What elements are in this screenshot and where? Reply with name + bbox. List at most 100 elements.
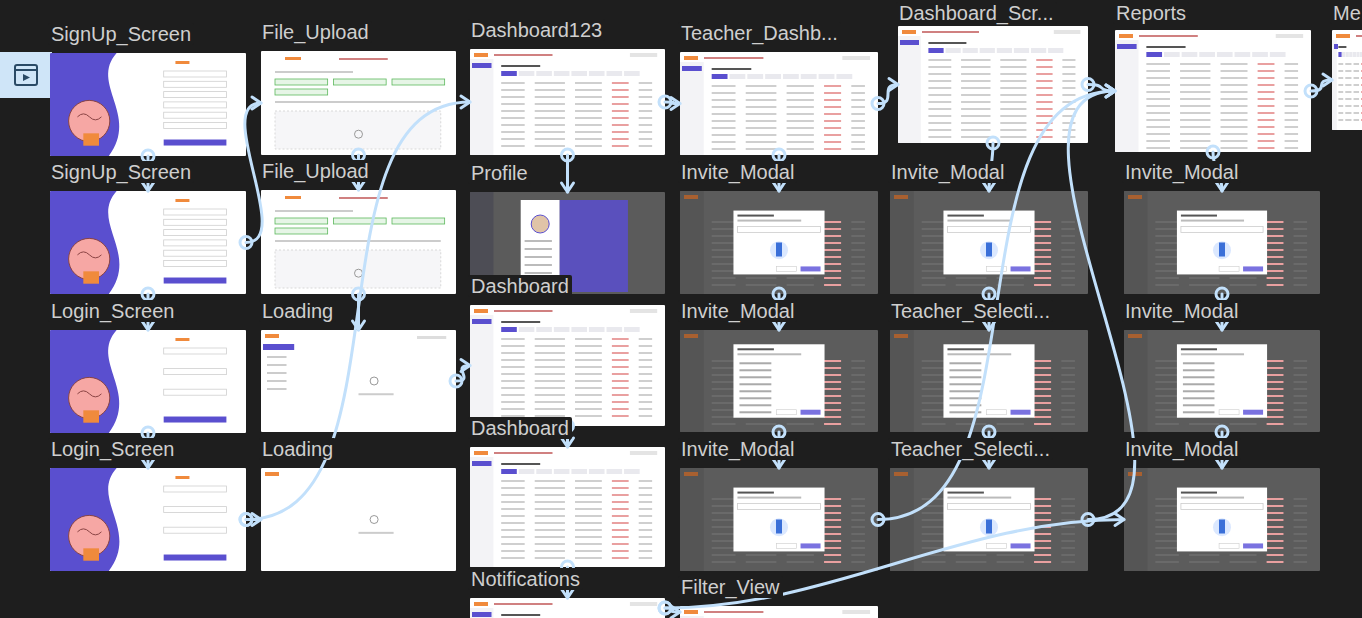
ui-sketch (890, 468, 1088, 571)
ui-sketch (851, 547, 865, 549)
ui-sketch (712, 395, 736, 397)
ui-sketch (851, 519, 865, 521)
ui-sketch (1036, 101, 1052, 103)
ui-sketch (612, 82, 629, 84)
ui-sketch (987, 543, 1007, 548)
ui-sketch (472, 461, 492, 466)
ui-sketch (501, 366, 524, 368)
ui-sketch (535, 110, 565, 112)
prototype-connector (353, 288, 365, 330)
ui-sketch (900, 40, 919, 45)
ui-sketch (639, 131, 652, 133)
ui-sketch (680, 330, 704, 432)
ui-sketch (639, 550, 652, 552)
ui-sketch (961, 115, 990, 117)
ui-sketch (947, 497, 1011, 499)
ui-sketch (164, 527, 227, 533)
ui-sketch (851, 533, 865, 535)
ui-sketch (851, 249, 865, 251)
ui-sketch (575, 380, 602, 382)
ui-sketch (1000, 122, 1026, 124)
ui-sketch (1180, 147, 1210, 149)
screen-frame: Dashboard (470, 305, 665, 426)
ui-sketch (575, 373, 602, 375)
ui-sketch (961, 136, 990, 138)
screen-thumbnail (261, 51, 456, 155)
ui-sketch (1061, 249, 1075, 251)
frame-label: Invite_Modal (888, 161, 1007, 183)
ui-sketch (928, 129, 951, 131)
ui-sketch (1267, 242, 1284, 244)
ui-sketch (575, 96, 602, 98)
ui-sketch (712, 409, 736, 411)
screen-thumbnail (680, 52, 878, 155)
ui-sketch (851, 505, 865, 507)
arrow-head (983, 182, 995, 191)
arrow-head (1106, 85, 1115, 97)
ui-sketch (712, 416, 736, 418)
ui-sketch (50, 191, 119, 294)
ui-sketch (949, 383, 981, 385)
ui-sketch (612, 103, 629, 105)
ui-sketch (1180, 98, 1210, 100)
prototype-connector (562, 149, 574, 192)
ui-sketch (712, 263, 736, 265)
ui-sketch (589, 469, 605, 474)
ui-sketch (1345, 119, 1351, 121)
ui-sketch (1345, 112, 1351, 114)
ui-sketch (474, 53, 488, 57)
ui-sketch (824, 263, 841, 265)
ui-sketch (1354, 91, 1360, 93)
screen-frame: SignUp_Screen (50, 53, 246, 156)
ui-sketch (1338, 105, 1343, 107)
ui-sketch (1294, 402, 1307, 404)
ui-sketch (1182, 52, 1198, 57)
ui-sketch (1061, 256, 1075, 258)
ui-sketch (639, 387, 652, 389)
ui-sketch (639, 366, 652, 368)
ui-sketch (824, 423, 841, 425)
ui-sketch (639, 110, 652, 112)
ui-sketch (1061, 416, 1075, 418)
ui-sketch (23, 74, 30, 81)
ui-sketch (501, 387, 524, 389)
ui-sketch (472, 612, 492, 617)
ui-sketch (1061, 540, 1075, 542)
ui-sketch (535, 494, 565, 496)
ui-sketch (501, 373, 524, 375)
ui-sketch (1221, 105, 1248, 107)
ui-sketch (1285, 84, 1298, 86)
ui-sketch (684, 195, 698, 199)
ui-sketch (1285, 147, 1298, 149)
ui-sketch (501, 463, 540, 465)
screen-frame: Teacher_Selecti... (890, 330, 1088, 432)
ui-sketch (1061, 228, 1075, 230)
ui-sketch (712, 526, 736, 528)
ui-sketch (680, 606, 878, 618)
ui-sketch (1181, 492, 1217, 494)
ui-sketch (630, 451, 657, 455)
ui-sketch (612, 145, 629, 147)
ui-sketch (1034, 221, 1051, 223)
ui-sketch (275, 101, 441, 103)
screen-frame: File_Upload (261, 51, 456, 155)
ui-sketch (712, 505, 736, 507)
ui-sketch (1124, 330, 1320, 432)
ui-sketch (1164, 52, 1180, 57)
ui-sketch (1177, 211, 1267, 275)
ui-sketch (1267, 374, 1284, 376)
ui-sketch (575, 529, 602, 531)
ui-sketch (1000, 66, 1026, 68)
frame-label: Invite_Modal (678, 161, 797, 183)
ui-sketch (612, 480, 629, 482)
ui-sketch (1180, 140, 1210, 142)
ui-sketch (1294, 561, 1307, 563)
ui-sketch (922, 374, 946, 376)
ui-sketch (928, 108, 951, 110)
ui-sketch (1061, 554, 1075, 556)
ui-sketch (612, 522, 629, 524)
ui-sketch (1361, 84, 1362, 86)
ui-sketch (851, 270, 865, 272)
screen-frame: Invite_Modal (680, 191, 878, 294)
ui-sketch (1155, 221, 1179, 223)
